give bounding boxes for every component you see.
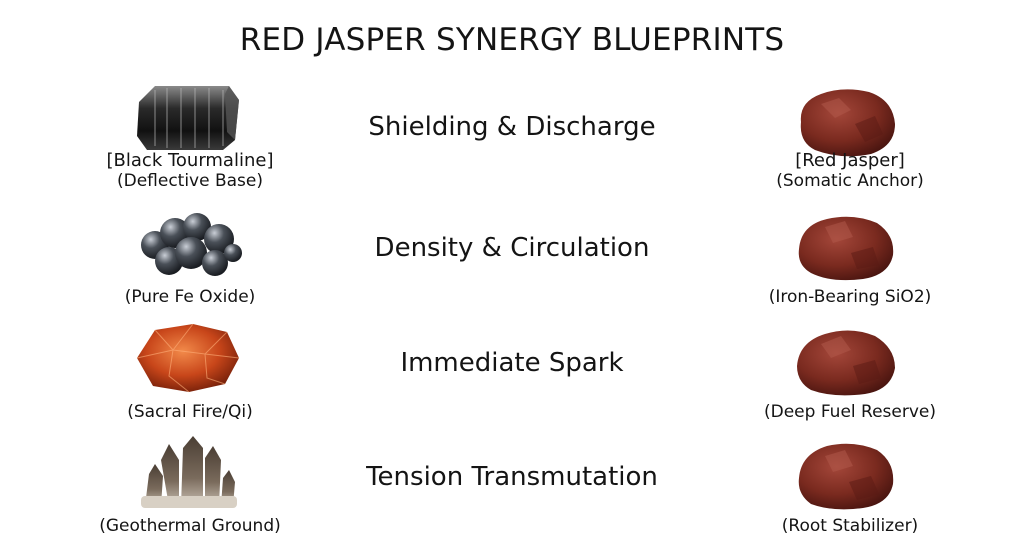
- page-title: RED JASPER SYNERGY BLUEPRINTS: [239, 22, 785, 58]
- right-stone-label: (Iron-Bearing SiO2): [700, 287, 1000, 308]
- left-stone-role: (Pure Fe Oxide): [124, 287, 256, 307]
- left-stone-role: (Geothermal Ground): [99, 516, 281, 536]
- synergy-theme: Shielding & Discharge: [368, 112, 656, 142]
- right-stone-role: (Deep Fuel Reserve): [763, 402, 936, 422]
- left-stone-label: (Pure Fe Oxide): [40, 287, 340, 308]
- left-stone-label: (Sacral Fire/Qi): [40, 402, 340, 423]
- smoky-quartz-icon: [133, 434, 243, 510]
- right-stone-name: [Red Jasper]: [795, 150, 905, 171]
- red-jasper-icon: [791, 438, 901, 514]
- left-stone-role: (Sacral Fire/Qi): [127, 402, 253, 422]
- synergy-theme: Immediate Spark: [400, 348, 624, 378]
- red-jasper-icon: [791, 84, 901, 160]
- right-stone-label: (Root Stabilizer): [700, 516, 1000, 537]
- hematite-icon: [133, 205, 243, 281]
- synergy-row-4: (Geothermal Ground) Tension Transmutatio…: [0, 434, 1024, 552]
- red-jasper-icon: [791, 324, 901, 400]
- synergy-row-3: (Sacral Fire/Qi) Immediate Spark (Deep F…: [0, 320, 1024, 438]
- synergy-theme: Density & Circulation: [374, 233, 650, 263]
- carnelian-icon: [133, 320, 243, 396]
- left-stone-label: (Geothermal Ground): [40, 516, 340, 537]
- synergy-row-2: (Pure Fe Oxide) Density & Circulation (I…: [0, 205, 1024, 323]
- right-stone-label: (Deep Fuel Reserve): [700, 402, 1000, 423]
- right-stone-label: [Red Jasper] (Somatic Anchor): [700, 150, 1000, 192]
- right-stone-role: (Iron-Bearing SiO2): [768, 287, 932, 307]
- synergy-theme: Tension Transmutation: [366, 462, 658, 492]
- left-stone-label: [Black Tourmaline] (Deflective Base): [40, 150, 340, 192]
- black-tourmaline-icon: [133, 80, 243, 156]
- left-stone-role: (Deflective Base): [116, 171, 264, 191]
- right-stone-role: (Root Stabilizer): [781, 516, 919, 536]
- right-stone-role: (Somatic Anchor): [776, 171, 924, 191]
- synergy-row-1: [Black Tourmaline] (Deflective Base) Shi…: [0, 80, 1024, 198]
- red-jasper-icon: [791, 209, 901, 285]
- left-stone-name: [Black Tourmaline]: [106, 150, 274, 171]
